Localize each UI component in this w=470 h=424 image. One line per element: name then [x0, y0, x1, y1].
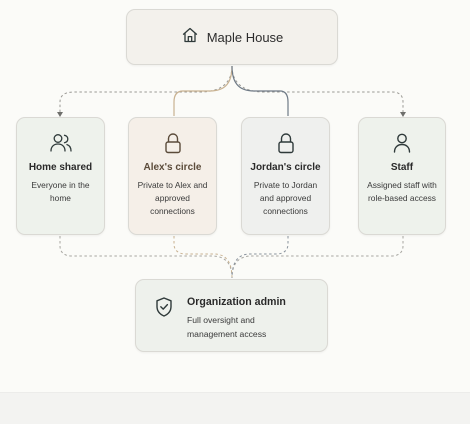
card-title: Home shared [28, 162, 93, 173]
card-title: Staff [390, 162, 414, 173]
card-description: Assigned staff with role-based access [367, 180, 437, 203]
card-staff[interactable]: Staff Assigned staff with role-based acc… [358, 117, 446, 235]
arrow-home-shared [57, 112, 63, 117]
people-icon [48, 131, 74, 155]
admin-node[interactable]: Organization admin Full oversight and ma… [135, 279, 328, 352]
arrow-staff [400, 112, 406, 117]
connector-admin-jordan [231, 236, 289, 279]
connector-alex [173, 65, 233, 116]
shield-check-icon [154, 296, 174, 323]
card-title: Jordan's circle [250, 162, 321, 173]
home-icon [181, 26, 199, 49]
card-home-shared[interactable]: Home shared Everyone in the home [16, 117, 105, 235]
top-node-maple-house[interactable]: Maple House [126, 9, 338, 65]
card-description: Private to Alex and approved connections [137, 180, 208, 216]
connector-jordan [231, 65, 289, 116]
card-jordan-circle[interactable]: Jordan's circle Private to Jordan and ap… [241, 117, 330, 235]
card-description: Everyone in the home [31, 180, 90, 203]
card-alex-circle[interactable]: Alex's circle Private to Alex and approv… [128, 117, 217, 235]
card-description: Private to Jordan and approved connectio… [253, 180, 318, 216]
connector-staff [231, 65, 404, 114]
bottom-strip [0, 392, 470, 424]
person-icon [392, 131, 412, 155]
connector-home-shared [59, 65, 233, 114]
connector-admin-outer [59, 236, 233, 279]
connector-admin-staff [231, 236, 404, 279]
top-node-label: Maple House [206, 29, 284, 45]
admin-description: Full oversight and management access [187, 314, 283, 341]
lock-icon [163, 131, 183, 155]
admin-description-text: Full oversight and management access [187, 315, 267, 339]
card-title: Alex's circle [143, 162, 202, 173]
admin-title: Organization admin [187, 296, 286, 308]
connector-admin-alex [173, 236, 233, 279]
lock-icon [276, 131, 296, 155]
